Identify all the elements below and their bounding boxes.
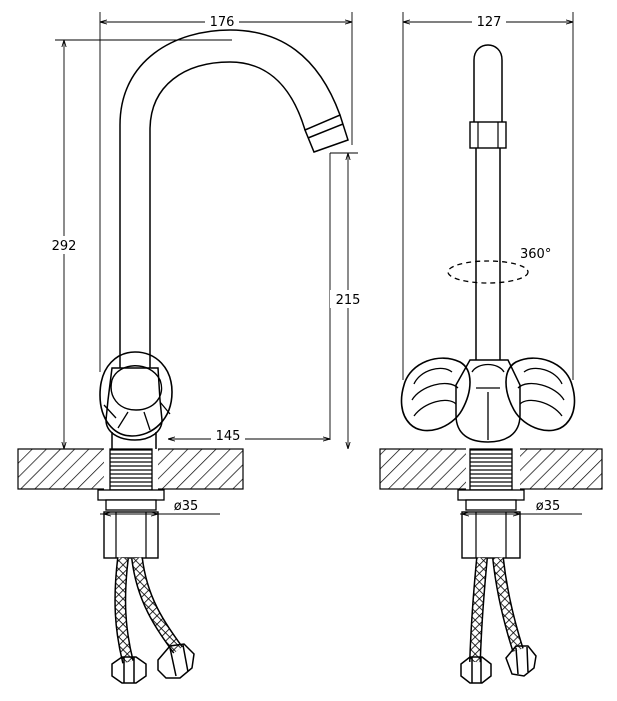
spout-height-dimension: 215 — [329, 152, 366, 449]
front-view: 360° 127 — [379, 12, 603, 684]
mounting-sleeve — [103, 511, 159, 559]
front-hose-nut-right — [505, 645, 537, 677]
front-aerator — [469, 121, 507, 149]
spout-height-label: 215 — [336, 293, 361, 308]
front-washer — [457, 489, 525, 501]
handle-knob — [99, 351, 173, 437]
diameter-dimension-side: ø35 — [100, 499, 220, 514]
side-view: 176 292 215 145 ø35 — [17, 12, 366, 684]
valve-neck — [111, 432, 157, 449]
front-mounting-sleeve — [461, 511, 521, 559]
width-dimension: 176 — [99, 12, 353, 372]
front-threaded-shank — [469, 448, 513, 491]
spout-tube — [119, 29, 341, 368]
front-lock-nut — [465, 499, 517, 511]
reach-label: 145 — [216, 429, 241, 444]
front-handle-right — [505, 357, 576, 432]
hose-nut-left — [111, 656, 147, 684]
aerator — [304, 113, 349, 153]
washer — [97, 489, 165, 501]
rotation-label: 360° — [520, 247, 551, 262]
front-spout — [473, 44, 503, 125]
front-width-dimension: 127 — [402, 12, 574, 380]
front-hose-nut-left — [460, 656, 492, 684]
lock-nut — [105, 499, 157, 511]
width-label: 176 — [210, 15, 235, 30]
front-tube — [475, 148, 501, 360]
diameter-dimension-front: ø35 — [460, 499, 582, 514]
diameter-label-side: ø35 — [174, 499, 199, 514]
height-dimension: 292 — [44, 39, 232, 450]
front-handle-left — [400, 357, 471, 432]
front-valve-body — [455, 359, 521, 443]
reach-dimension: 145 — [168, 428, 330, 444]
front-width-label: 127 — [477, 15, 502, 30]
hose-nut-right — [157, 643, 195, 679]
diameter-label-front: ø35 — [536, 499, 561, 514]
threaded-shank — [109, 448, 153, 491]
height-label: 292 — [52, 239, 77, 254]
rotation-ellipse — [447, 260, 529, 284]
